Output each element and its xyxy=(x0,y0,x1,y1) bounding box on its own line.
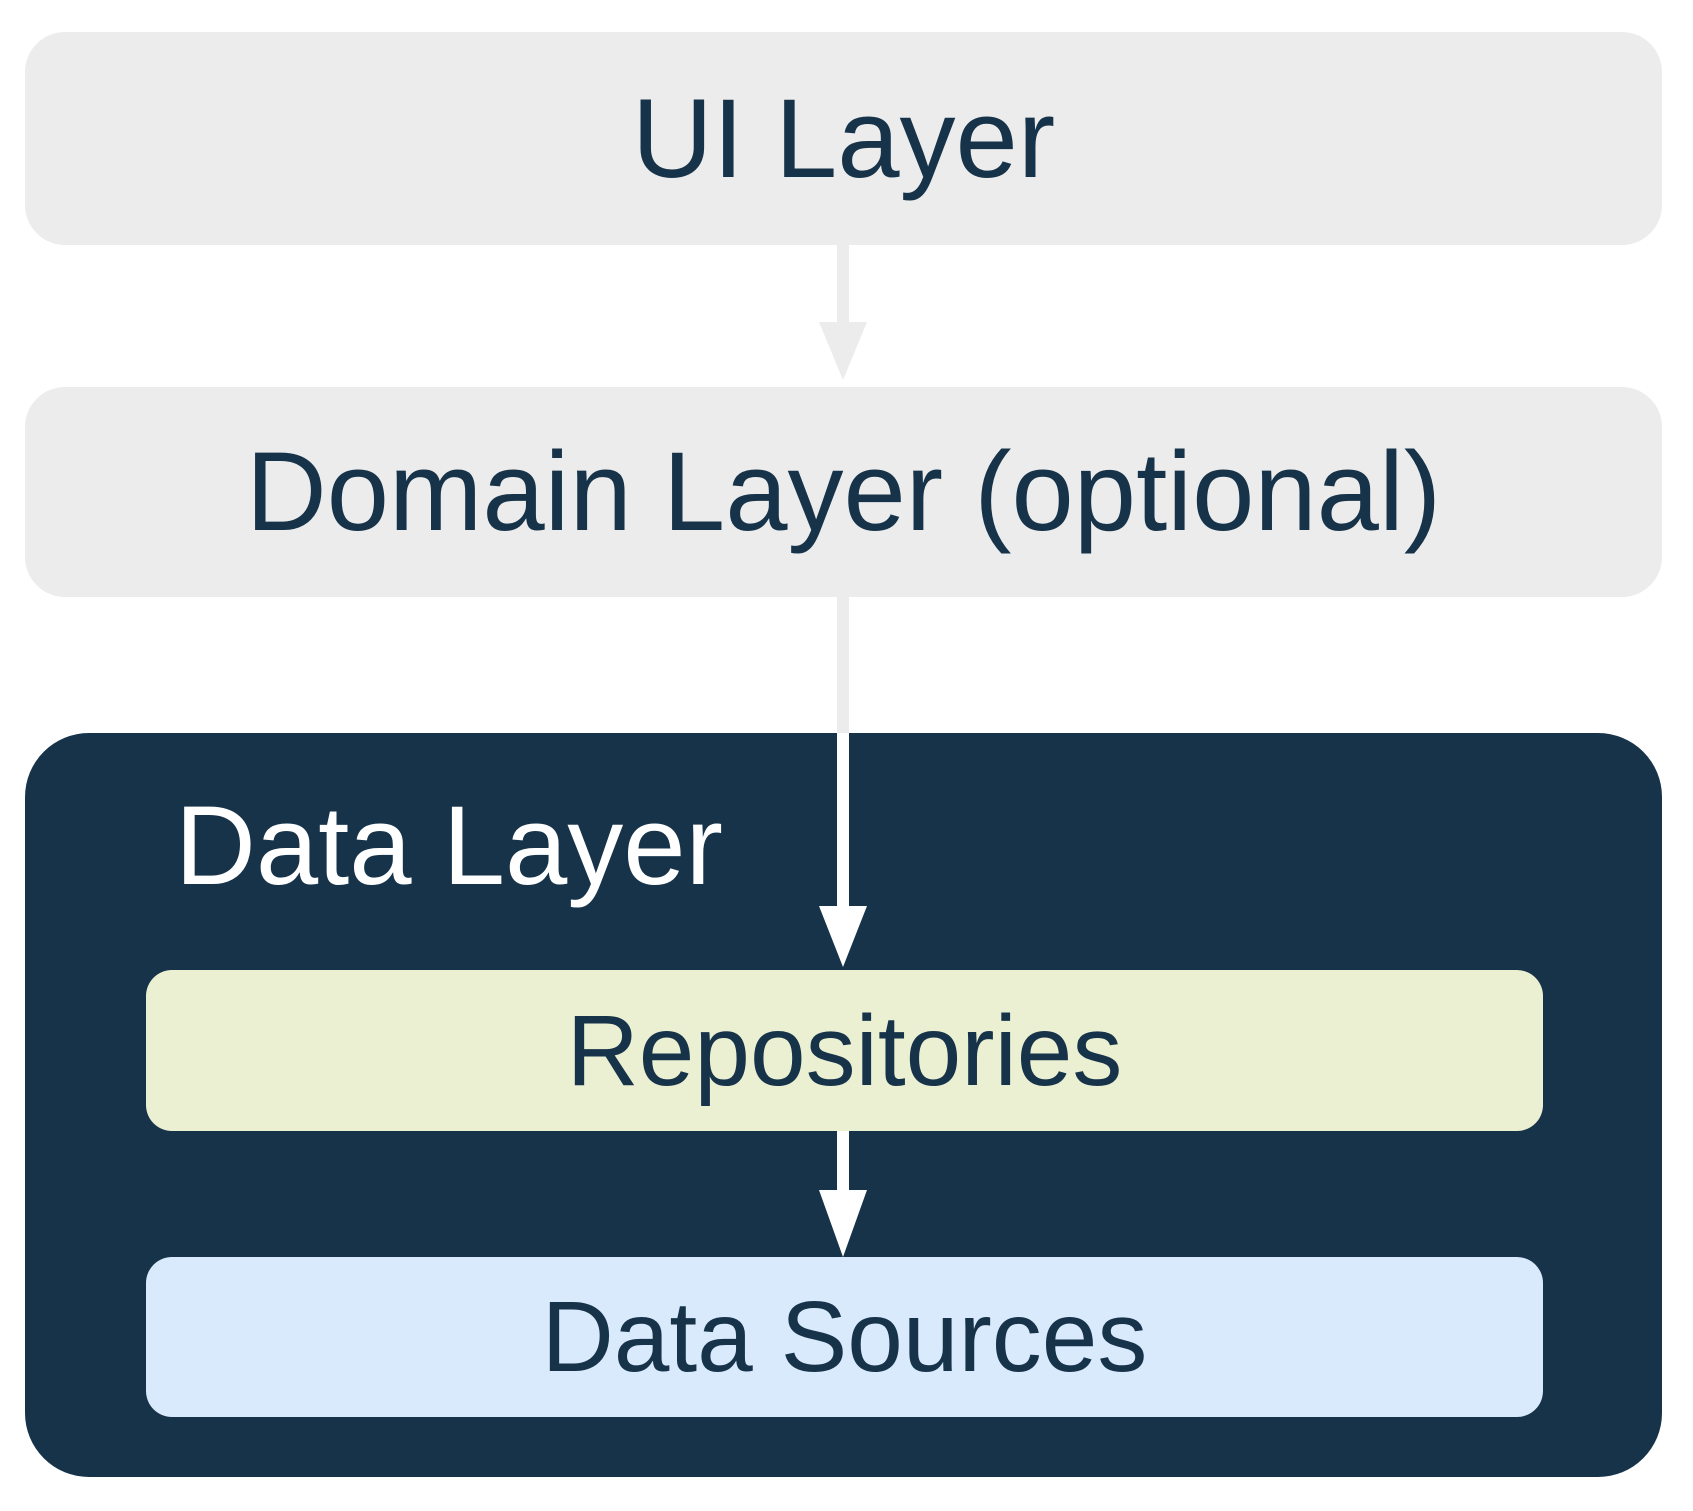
down-arrow-head-icon xyxy=(819,906,867,967)
domain-layer-box: Domain Layer (optional) xyxy=(25,387,1662,597)
arrow-line xyxy=(837,245,849,323)
domain-layer-label: Domain Layer (optional) xyxy=(245,429,1442,554)
ui-layer-box: UI Layer xyxy=(25,32,1662,245)
ui-layer-label: UI Layer xyxy=(631,75,1056,201)
repositories-box: Repositories xyxy=(146,970,1543,1131)
data-sources-label: Data Sources xyxy=(541,1281,1148,1393)
arrow-line xyxy=(837,597,849,733)
down-arrow-head-icon xyxy=(819,1190,867,1257)
data-layer-label: Data Layer xyxy=(175,783,723,908)
down-arrow-head-icon xyxy=(819,322,867,380)
data-sources-box: Data Sources xyxy=(146,1257,1543,1417)
arrow-line xyxy=(837,733,849,907)
repositories-label: Repositories xyxy=(566,994,1123,1107)
arrow-line xyxy=(837,1131,849,1191)
